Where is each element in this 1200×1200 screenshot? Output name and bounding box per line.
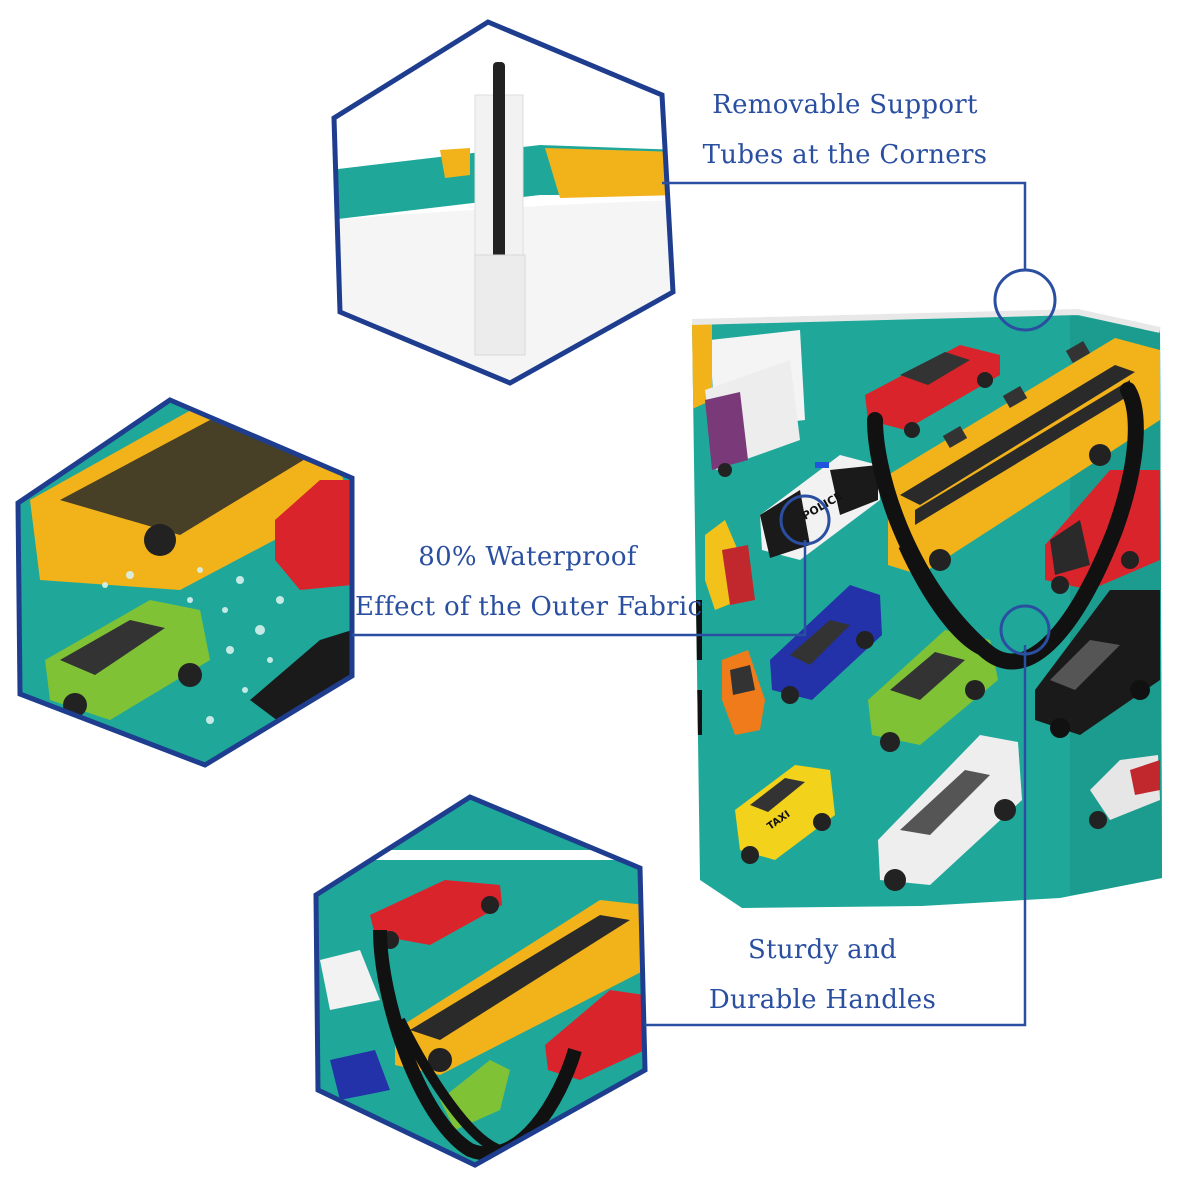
callout-handles-line2: Durable Handles (708, 985, 937, 1015)
callout-support-line2: Tubes at the Corners (702, 140, 988, 170)
callout-line-handles (645, 645, 1027, 1027)
hexagon-support-tube-detail (331, 19, 676, 386)
callout-handles-line1: Sturdy and (748, 935, 897, 965)
callout-ring-icon (779, 494, 831, 546)
callout-ring-icon (999, 604, 1051, 656)
print-taxi: TAXI (735, 765, 835, 864)
hexagon-handles-detail (313, 794, 648, 1168)
print-police-car: POLICE (760, 455, 880, 560)
print-red-car (865, 345, 1000, 438)
print-moped (1089, 755, 1160, 829)
callout-support-line1: Removable Support (712, 90, 978, 120)
callout-waterproof-line1: 80% Waterproof (418, 542, 637, 572)
callout-ring-icon (993, 268, 1057, 332)
hexagon-detail-frame-icon (313, 794, 648, 1168)
print-green-car (868, 630, 998, 752)
basket-handle (867, 382, 1144, 670)
callout-line-support (662, 181, 1027, 270)
callout-waterproof-label: 80% Waterproof Effect of the Outer Fabri… (355, 532, 703, 632)
print-yellow-bus (888, 338, 1160, 575)
laundry-basket: POLICE (691, 308, 1162, 908)
print-blue-car (770, 585, 882, 704)
callout-support-label: Removable Support Tubes at the Corners (680, 80, 1010, 180)
print-orange-car (722, 650, 765, 735)
callout-line-waterproof (352, 540, 807, 637)
hexagon-waterproof-detail (15, 397, 355, 768)
support-tube (493, 62, 505, 272)
callout-handles-label: Sturdy and Durable Handles (690, 925, 955, 1025)
print-black-suv (1035, 590, 1160, 738)
print-scooter (705, 520, 755, 610)
hexagon-detail-frame-icon (15, 397, 355, 768)
callout-waterproof-line2: Effect of the Outer Fabric (355, 592, 703, 622)
callout-lines (352, 181, 1027, 1027)
print-truck (705, 360, 800, 477)
hexagon-detail-frame-icon (331, 19, 676, 386)
print-white-suv (878, 735, 1022, 891)
